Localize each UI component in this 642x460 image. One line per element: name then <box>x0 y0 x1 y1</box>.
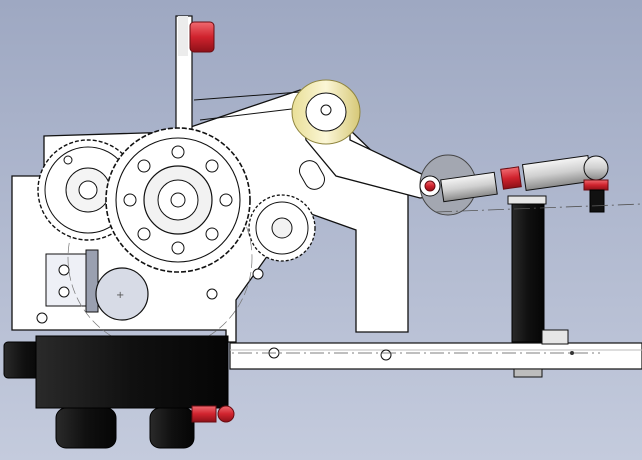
lower-mount-block[interactable] <box>3 335 235 449</box>
rod-end-ball-joint[interactable] <box>435 155 642 213</box>
small-pinion[interactable] <box>248 194 316 262</box>
bottom-rail[interactable] <box>229 342 642 370</box>
yellow-bearing[interactable] <box>291 79 361 145</box>
vertical-support-block[interactable] <box>507 195 569 378</box>
svg-text:+: + <box>116 290 124 301</box>
top-post[interactable] <box>175 15 215 145</box>
linkage-rod[interactable] <box>419 154 593 216</box>
main-gear[interactable] <box>105 127 251 273</box>
